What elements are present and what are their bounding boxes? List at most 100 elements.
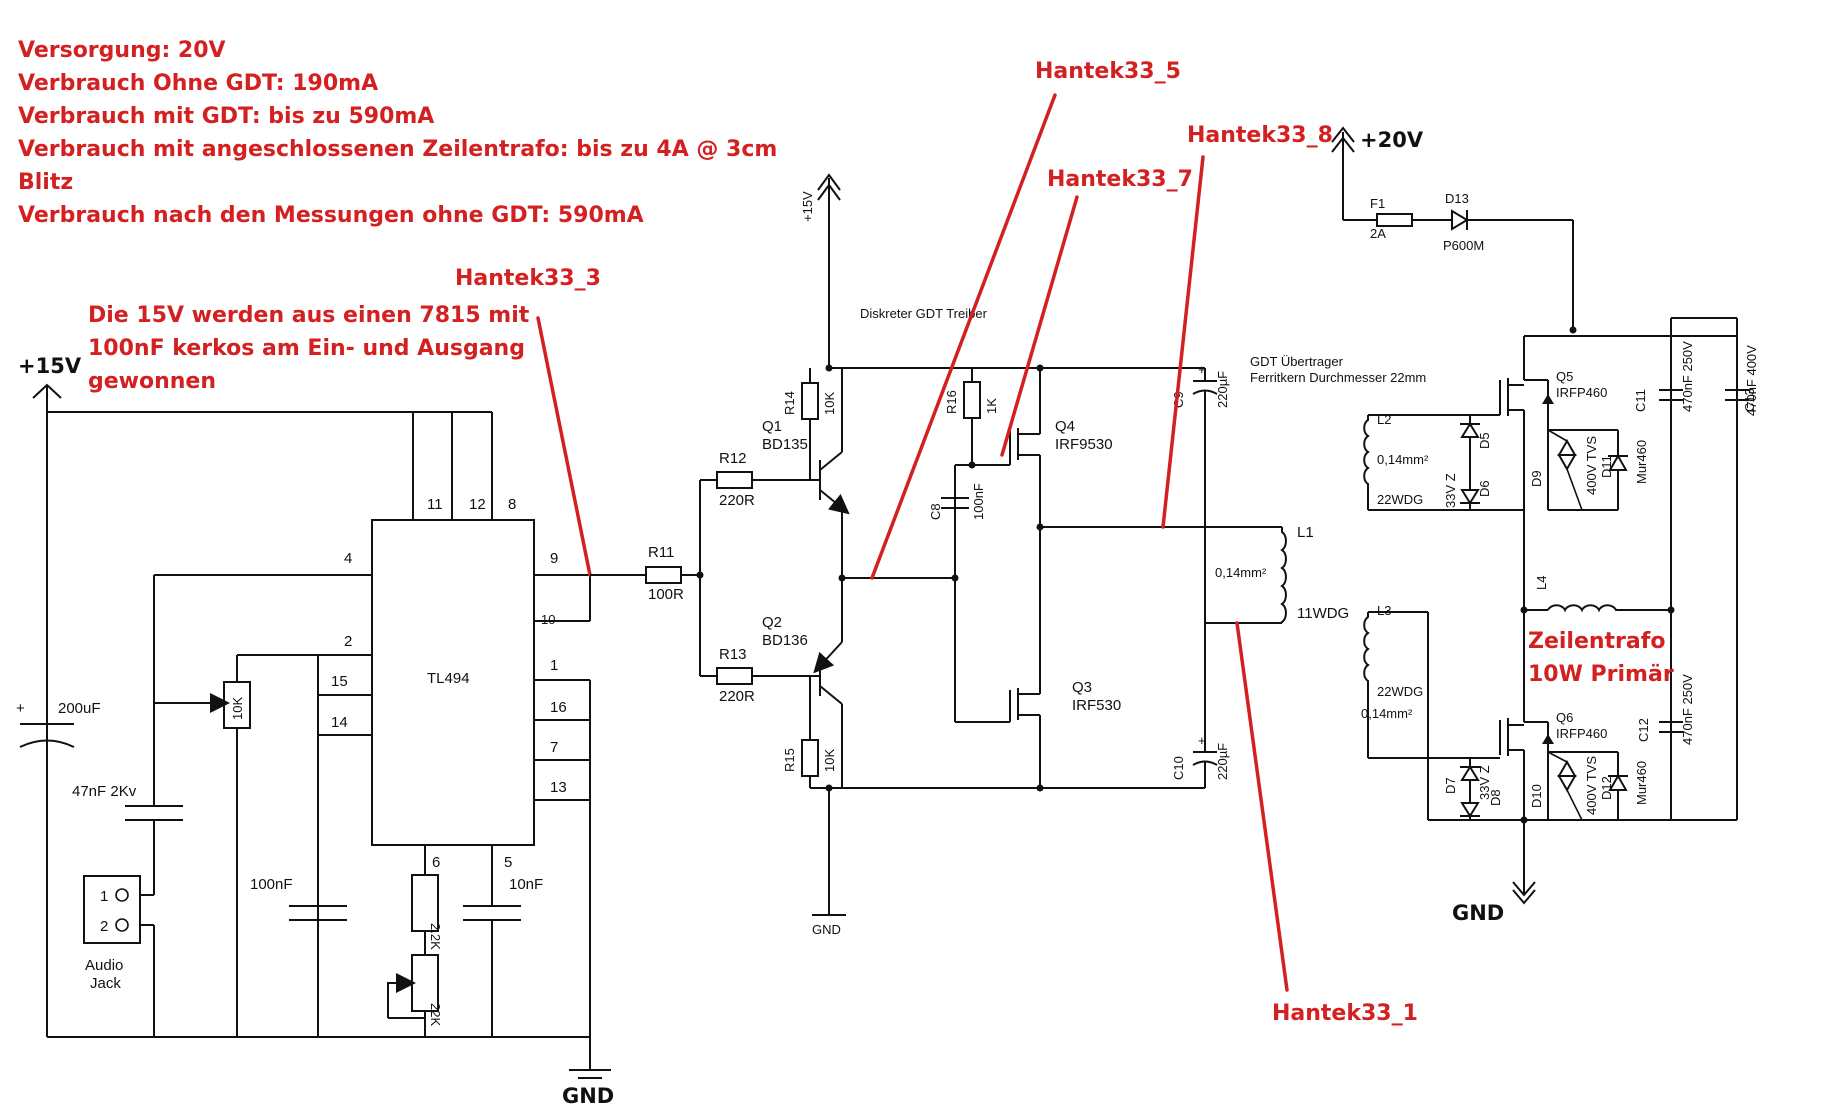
c11-label: C11 <box>1633 389 1648 412</box>
inductor-l3 <box>1363 612 1370 690</box>
pin-12: 12 <box>469 496 486 513</box>
pin-14: 14 <box>331 714 348 731</box>
d12-label: D12 <box>1599 776 1614 800</box>
tvs-d10 <box>1557 759 1577 777</box>
probe-line-5 <box>870 93 1057 580</box>
jack-label-2: Jack <box>90 975 121 992</box>
probe-label-8: Hantek33_8 <box>1187 123 1333 148</box>
audio-jack[interactable] <box>83 875 141 944</box>
c10-plus: + <box>1198 733 1206 748</box>
probe-line-1 <box>1235 621 1289 992</box>
regulator-note: Die 15V werden aus einen 7815 mit 100nF … <box>88 303 530 394</box>
jack-label-1: Audio <box>85 957 123 974</box>
plus15-driver-label: +15V <box>800 191 815 222</box>
zener-d7 <box>1460 765 1480 781</box>
resistor-r14 <box>801 382 819 420</box>
pin-11: 11 <box>427 496 443 513</box>
l1-label: L1 <box>1297 524 1314 541</box>
l2-turns: 22WDG <box>1377 492 1423 507</box>
q3-label: Q3 <box>1072 679 1092 696</box>
resistor-2k2-label: 2.2K <box>428 923 443 950</box>
pin-4: 4 <box>344 550 352 567</box>
gnd-left-label: GND <box>562 1084 614 1108</box>
flyback-label-2: 10W Primär <box>1528 662 1674 687</box>
pot-10k-label: 10K <box>230 697 245 720</box>
probe-line-8 <box>1161 155 1205 529</box>
probe-label-7: Hantek33_7 <box>1047 167 1193 192</box>
gdt-title-2: Ferritkern Durchmesser 22mm <box>1250 370 1426 385</box>
l3-label: L3 <box>1377 603 1391 618</box>
r15-label: R15 <box>782 748 797 772</box>
pin-13: 13 <box>550 779 567 796</box>
r15-value: 10K <box>822 749 837 772</box>
mur-label-b: Mur460 <box>1634 761 1649 805</box>
inductor-l4 <box>1547 604 1671 613</box>
r11-label: R11 <box>648 544 674 561</box>
pot-22k-label: 22K <box>428 1003 443 1026</box>
resistor-r11 <box>645 566 682 584</box>
l3-turns: 22WDG <box>1377 684 1423 699</box>
c9-plus: + <box>1198 362 1206 377</box>
pin-10: 10 <box>541 612 555 627</box>
c13-label: C13 <box>1742 388 1757 412</box>
zener-d6 <box>1460 489 1480 505</box>
c8-label: C8 <box>928 503 943 520</box>
d9-label: D9 <box>1529 470 1544 487</box>
cap-47nf-label: 47nF 2Kv <box>72 783 137 800</box>
c11-value: 470nF 250V <box>1680 341 1695 412</box>
pin-15: 15 <box>331 673 348 690</box>
regulator-note-line: Die 15V werden aus einen 7815 mit <box>88 303 530 328</box>
pin-1: 1 <box>550 657 558 674</box>
pin-9: 9 <box>550 550 558 567</box>
probe-line-3 <box>536 316 592 577</box>
c9-value: 220µF <box>1215 371 1230 408</box>
gnd-right-label: GND <box>1452 901 1504 925</box>
l4-label: L4 <box>1534 576 1549 590</box>
regulator-note-line: gewonnen <box>88 369 216 394</box>
note-no-gdt: Verbrauch Ohne GDT: 190mA <box>18 71 378 96</box>
q2-value: BD136 <box>762 632 808 649</box>
d5-label: D5 <box>1477 432 1492 449</box>
zener-d5 <box>1460 422 1480 438</box>
l2-wire: 0,14mm² <box>1377 452 1429 467</box>
tvs-d9 <box>1557 438 1577 456</box>
tvs-label: 400V TVS <box>1584 436 1599 495</box>
pin-16: 16 <box>550 699 567 716</box>
r12-label: R12 <box>719 450 747 467</box>
tvs-label-b: 400V TVS <box>1584 756 1599 815</box>
jack-pin1: 1 <box>100 888 108 905</box>
jack-pin2: 2 <box>100 918 108 935</box>
f1-label: F1 <box>1370 196 1385 211</box>
resistor-r16 <box>963 381 981 419</box>
c12-value: 470nF 250V <box>1680 674 1695 745</box>
note-flyback-cont: Blitz <box>18 170 73 195</box>
l1-turns: 11WDG <box>1297 605 1349 622</box>
r16-label: R16 <box>944 390 959 414</box>
measurement-notes: Versorgung: 20V Verbrauch Ohne GDT: 190m… <box>18 38 777 228</box>
c10-label: C10 <box>1171 756 1186 780</box>
q1-label: Q1 <box>762 418 782 435</box>
note-with-gdt: Verbrauch mit GDT: bis zu 590mA <box>18 104 434 129</box>
probe-label-1: Hantek33_1 <box>1272 1001 1418 1026</box>
plus15-driver-arrow-icon <box>817 173 841 191</box>
zener-label: 33V Z <box>1443 473 1458 508</box>
plus20-arrow-icon <box>1331 126 1355 143</box>
q6-label: Q6 <box>1556 710 1573 725</box>
q6-value: IRFP460 <box>1556 726 1607 741</box>
resistor-r13 <box>716 667 753 685</box>
resistor-2k2 <box>411 874 439 932</box>
c10-value: 220µF <box>1215 743 1230 780</box>
d7-label: D7 <box>1443 777 1458 794</box>
driver-title: Diskreter GDT Treiber <box>860 306 988 321</box>
fuse-f1 <box>1376 213 1413 227</box>
c8-value: 100nF <box>971 483 986 520</box>
q1-value: BD135 <box>762 436 808 453</box>
diode-d12 <box>1608 773 1628 791</box>
diode-d11 <box>1608 453 1628 471</box>
resistor-r15 <box>801 739 819 777</box>
d13-label: D13 <box>1445 191 1469 206</box>
r13-value: 220R <box>719 688 755 705</box>
gnd-right-arrow-icon <box>1512 881 1536 897</box>
gdt-title-1: GDT Übertrager <box>1250 354 1344 369</box>
probe-line-7 <box>1000 195 1079 457</box>
